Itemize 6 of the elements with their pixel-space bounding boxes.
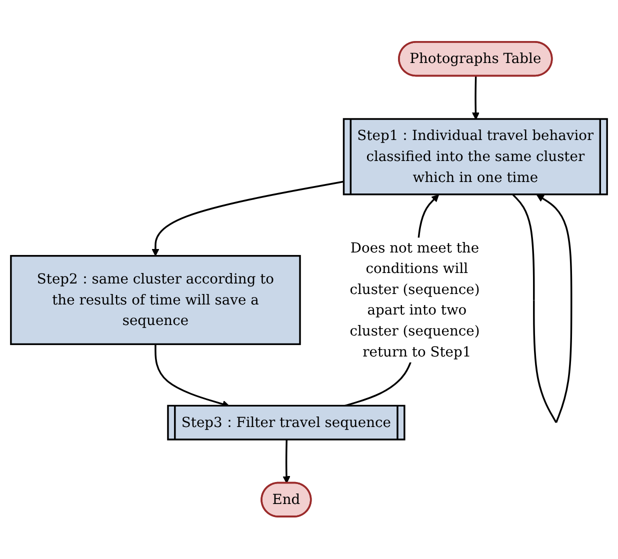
flowchart: Photographs Table Step1：Individual travel behavior classified into the same cluster which in one time Step2：same cluster according to the results of time will save a sequence Step3：Filter travel sequence End Does not meet the conditions will cluster (sequence) apart into two cluster (sequence) return to Step1 bbox=[4, 35, 614, 524]
arrow bbox=[512, 194, 572, 424]
arrow bbox=[152, 180, 344, 256]
arrow bbox=[472, 76, 480, 120]
node-box bbox=[10, 255, 301, 346]
arrow bbox=[282, 440, 290, 484]
